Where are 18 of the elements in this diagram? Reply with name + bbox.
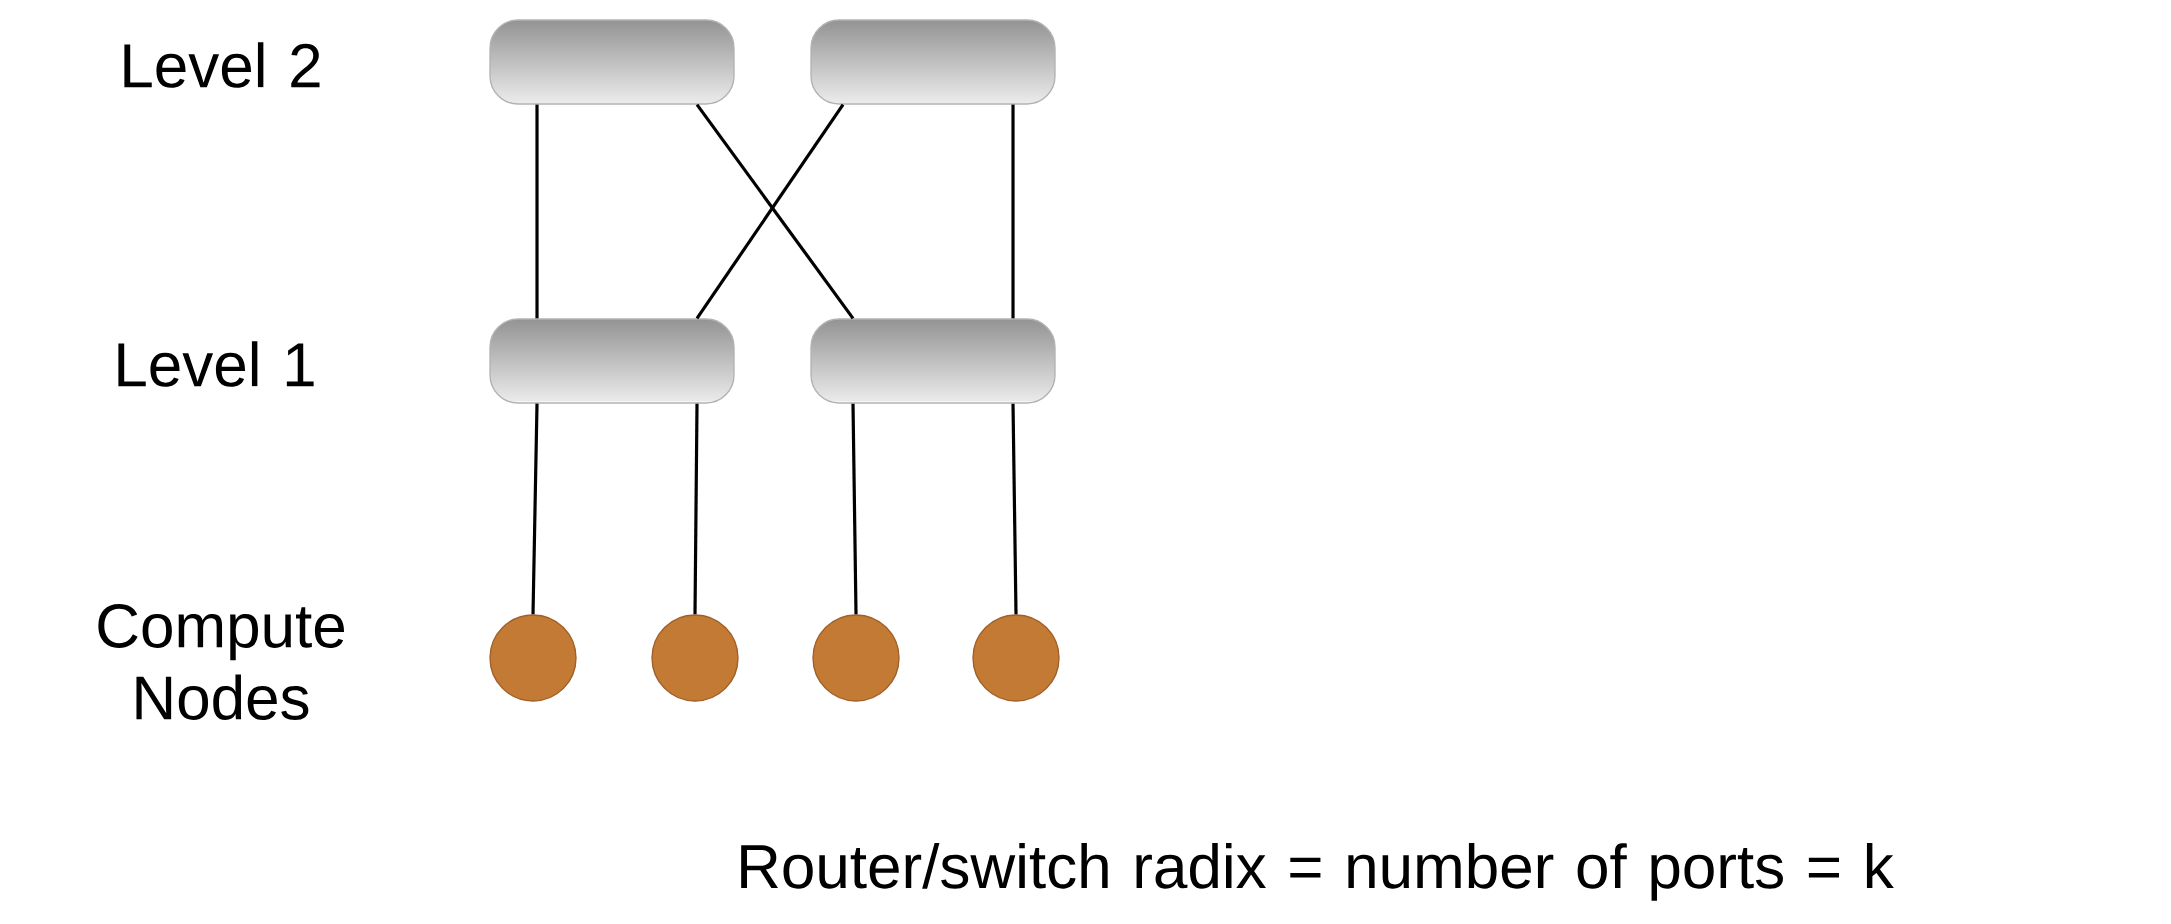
connection-line <box>1011 104 1015 319</box>
connection-line <box>851 403 858 615</box>
switch-box <box>489 19 735 105</box>
level-label: Router/switch radix = number of ports = k <box>741 843 1894 901</box>
switch-box <box>489 318 735 404</box>
level-label: Level 1 <box>118 341 314 387</box>
switch-box <box>810 19 1056 105</box>
compute-node-circle <box>651 614 739 702</box>
compute-node-circle <box>972 614 1060 702</box>
connection-line <box>535 104 539 319</box>
connection-line <box>1011 403 1018 615</box>
compute-node-circle <box>812 614 900 702</box>
connection-line <box>693 403 699 615</box>
compute-node-circle <box>489 614 577 702</box>
switch-box <box>810 318 1056 404</box>
level-label: Level 2 <box>124 42 320 88</box>
connection-line <box>531 403 539 615</box>
level-label: Compute Nodes <box>98 604 344 720</box>
